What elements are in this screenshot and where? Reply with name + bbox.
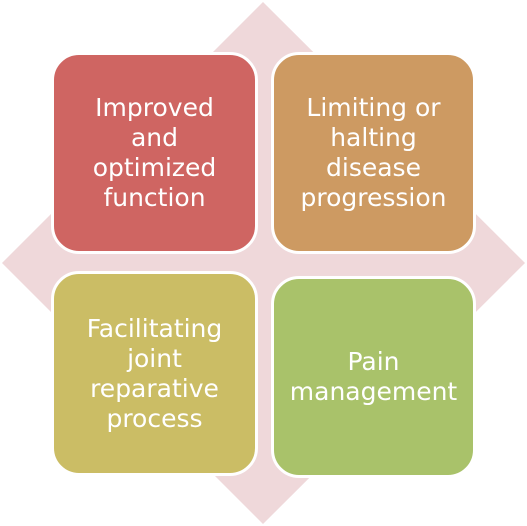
quadrant-improved-function: Improved and optimized function (51, 52, 258, 254)
quadrant-reparative-process: Facilitating joint reparative process (51, 271, 258, 476)
quadrant-label: Improved and optimized function (92, 93, 217, 212)
quadrant-label: Pain management (289, 347, 458, 406)
quadrant-label: Limiting or halting disease progression (300, 93, 447, 212)
quadrant-pain-management: Pain management (271, 276, 476, 478)
quadrant-label: Facilitating joint reparative process (86, 313, 223, 433)
quadrant-limiting-progression: Limiting or halting disease progression (271, 52, 476, 254)
